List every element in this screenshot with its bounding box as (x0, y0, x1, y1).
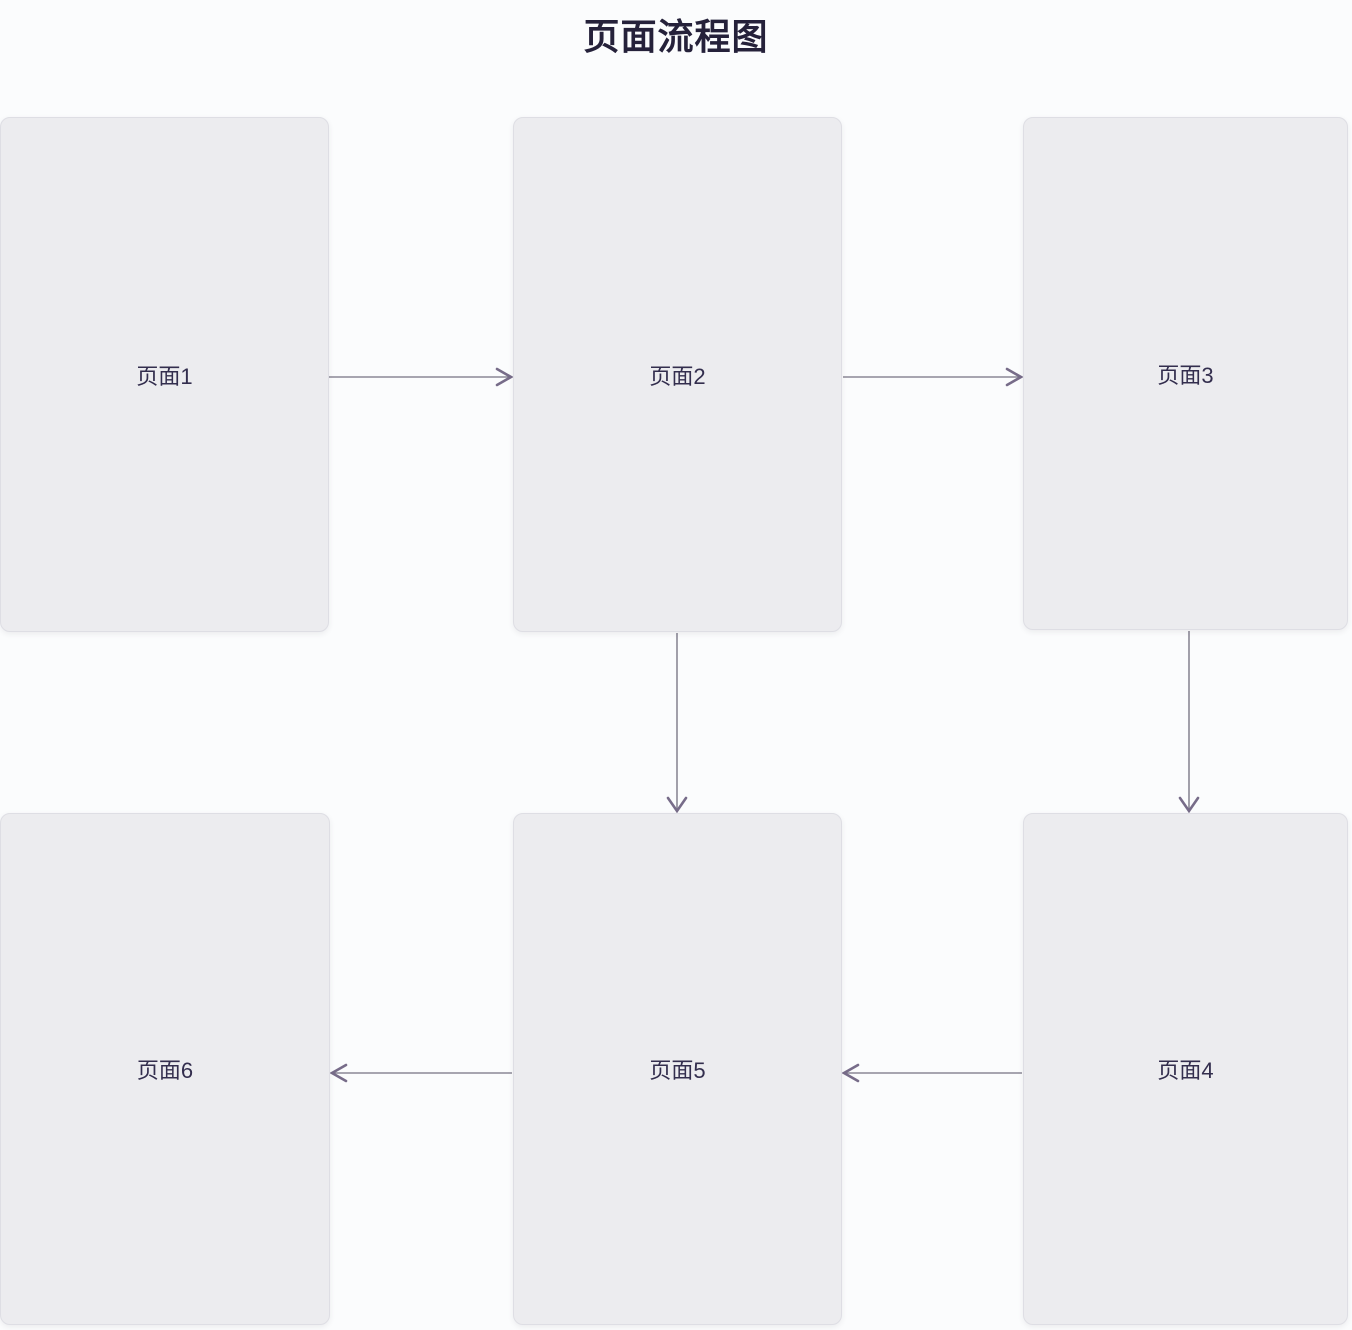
arrowhead-down-icon (1178, 796, 1200, 814)
arrow-page1-to-page2 (329, 367, 514, 387)
flow-node-page3[interactable]: 页面3 (1023, 117, 1348, 630)
arrowhead-down-icon (666, 796, 688, 814)
arrow-page2-to-page3 (843, 367, 1024, 387)
flow-node-page4[interactable]: 页面4 (1023, 813, 1348, 1325)
arrowhead-left-icon (329, 1063, 348, 1083)
node-label: 页面3 (1157, 362, 1214, 388)
flow-node-page2[interactable]: 页面2 (513, 117, 842, 632)
node-label: 页面2 (649, 363, 706, 389)
node-label: 页面6 (136, 1058, 194, 1083)
node-label: 页面1 (136, 363, 193, 389)
node-label: 页面4 (1157, 1058, 1214, 1083)
arrowhead-right-icon (1005, 367, 1024, 387)
arrow-page5-to-page6 (329, 1063, 512, 1083)
node-label: 页面5 (649, 1058, 706, 1083)
arrow-page2-to-page5 (666, 633, 688, 814)
arrow-page3-to-page4 (1178, 631, 1200, 814)
flow-node-page6[interactable]: 页面6 (0, 813, 330, 1325)
diagram-title: 页面流程图 (583, 16, 769, 57)
flow-node-page5[interactable]: 页面5 (513, 813, 842, 1325)
arrowhead-left-icon (841, 1063, 860, 1083)
flow-node-page1[interactable]: 页面1 (0, 117, 329, 632)
arrow-page4-to-page5 (841, 1063, 1022, 1083)
arrowhead-right-icon (495, 367, 514, 387)
